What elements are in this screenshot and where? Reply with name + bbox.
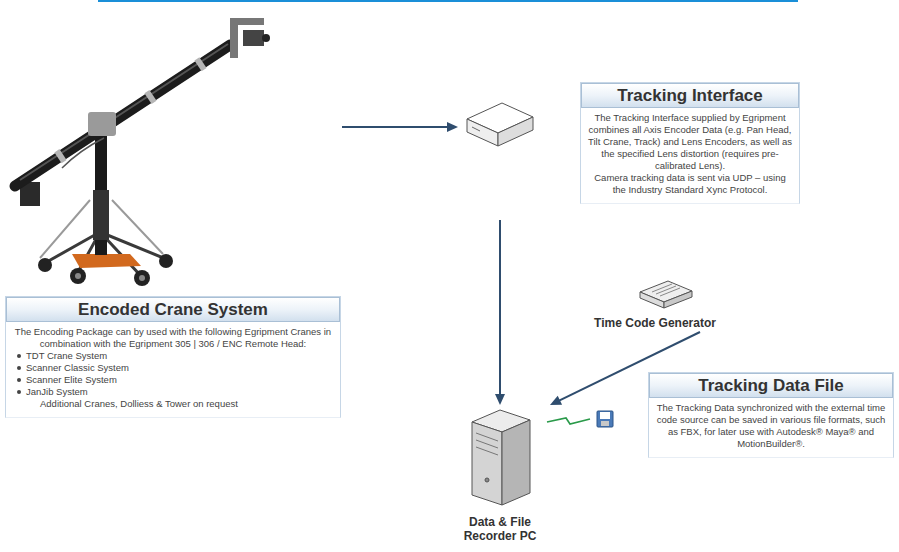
- crane-system-group: Encoded Crane SystemThe Encoding Package…: [0, 0, 342, 422]
- wheel-hub: [139, 275, 145, 281]
- crane-wheel: [134, 270, 150, 286]
- generator-vents: [652, 284, 680, 296]
- floppy-shutter: [601, 421, 609, 426]
- panel-body: Camera tracking data is sent via UDP – u…: [581, 172, 799, 196]
- panel-body: The Encoding Package can by used with th…: [6, 326, 340, 350]
- flow-arrow: [342, 126, 449, 128]
- device-port: [472, 127, 480, 131]
- wireless-link: [547, 418, 590, 424]
- bullet-dot: [17, 378, 21, 382]
- crane-cable: [62, 138, 104, 168]
- timecode-generator: Time Code Generator: [580, 278, 730, 332]
- crane-arm: [15, 45, 230, 186]
- panel-heading: Tracking Data File: [649, 373, 893, 398]
- bullet-dot: [17, 354, 21, 358]
- bullet-item: TDT Crane System: [6, 350, 340, 362]
- panel-body: The Tracking Interface supplied by Egrip…: [581, 112, 799, 172]
- bullet-item: Scanner Classic System: [6, 362, 340, 374]
- recorder-pc: Data & File Recorder PC: [445, 405, 555, 545]
- device-front: [467, 119, 498, 146]
- remote-head-arm: [230, 18, 238, 58]
- crane-pivot: [88, 112, 116, 136]
- crane-base-plate: [72, 254, 141, 268]
- floppy-body: [597, 411, 613, 427]
- pc-drive-slots: [476, 433, 498, 455]
- generator-front: [640, 292, 664, 308]
- pc-side: [502, 420, 530, 505]
- arm-band: [58, 155, 63, 158]
- pc-front: [472, 422, 502, 505]
- bullet-item: JanJib System: [6, 386, 340, 398]
- panel-heading: Encoded Crane System: [6, 297, 340, 322]
- top-rule: [98, 0, 798, 2]
- bullet-dot: [17, 366, 21, 370]
- interface-device-icon: [467, 103, 533, 146]
- panel-heading: Tracking Interface: [581, 83, 799, 108]
- floppy-label: [600, 412, 610, 419]
- crane-column-sleeve: [93, 190, 109, 240]
- arrow-head: [550, 396, 562, 405]
- timecode-generator-icon: [640, 281, 692, 308]
- crane-illustration: [15, 18, 270, 286]
- floppy-disk-icon: [597, 411, 613, 427]
- crane-wheel: [159, 254, 173, 268]
- info-panel: Encoded Crane SystemThe Encoding Package…: [5, 296, 341, 418]
- crane-wheel: [70, 268, 86, 284]
- arm-band: [148, 95, 153, 98]
- tracking-interface-group: Tracking InterfaceThe Tracking Interface…: [458, 78, 804, 220]
- icon-label: Time Code Generator: [580, 316, 730, 330]
- device-side: [498, 117, 533, 146]
- camera-body: [243, 30, 264, 46]
- crane-arm-highlight: [20, 44, 228, 180]
- panel-note: Additional Cranes, Dolliess & Tower on r…: [6, 398, 340, 410]
- flow-arrow: [499, 220, 501, 396]
- bullet-item: Scanner Elite System: [6, 374, 340, 386]
- bullet-dot: [17, 390, 21, 394]
- arm-band: [198, 63, 203, 66]
- panel-body: The Tracking Data synchronized with the …: [649, 402, 893, 450]
- camera-lens: [262, 34, 270, 42]
- remote-head-top: [238, 18, 264, 25]
- info-panel: Tracking Data FileThe Tracking Data sync…: [648, 372, 894, 458]
- generator-side: [664, 291, 692, 308]
- arrow-head: [495, 394, 505, 405]
- wheel-hub: [75, 273, 81, 279]
- info-panel: Tracking InterfaceThe Tracking Interface…: [580, 82, 800, 204]
- pc-power-button: [485, 478, 489, 482]
- crane-wheel: [38, 258, 52, 272]
- arrow-head: [447, 122, 458, 132]
- icon-label: Data & File Recorder PC: [445, 515, 555, 543]
- pc-tower-icon: [472, 410, 530, 505]
